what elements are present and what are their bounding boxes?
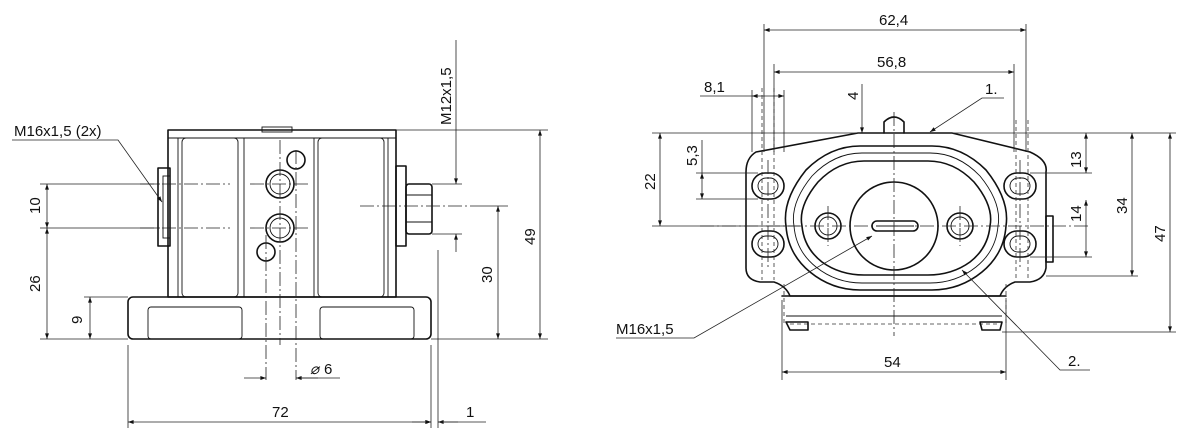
dim-8-1-label: 8,1 [704, 79, 725, 96]
dim-49-label: 49 [522, 228, 539, 245]
side-conn-label: M12x1,5 [438, 67, 455, 125]
front-connector [1045, 215, 1054, 263]
side-thread-label: M16x1,5 (2x) [14, 123, 102, 140]
dim-34-label: 34 [1114, 197, 1131, 214]
dim-1-label: 1 [466, 404, 474, 421]
callout-1: 1. [985, 81, 998, 98]
phi6-label: ⌀ 6 [310, 361, 332, 378]
callout-2: 2. [1068, 353, 1081, 370]
svg-text:⌀: ⌀ [310, 361, 321, 378]
side-base-flange [127, 296, 432, 340]
side-view: M16x1,5 (2x) M12x1,5 10 26 9 49 30 72 1 … [12, 40, 548, 428]
front-housing [745, 132, 1047, 297]
dim-72-label: 72 [272, 404, 289, 421]
dim-13-label: 13 [1068, 151, 1085, 168]
dim-4-label: 4 [845, 92, 862, 100]
dim-14-label: 14 [1068, 205, 1085, 222]
dim-30-label: 30 [479, 266, 496, 283]
dim-10-label: 10 [27, 197, 44, 214]
dim-26-label: 26 [27, 275, 44, 292]
dim-56-8-label: 56,8 [877, 54, 906, 71]
dim-54-label: 54 [884, 354, 901, 371]
front-gasket-outer [784, 145, 1008, 291]
dim-5-3-label: 5,3 [684, 145, 701, 166]
dim-62-4-label: 62,4 [879, 12, 908, 29]
dim-9-label: 9 [69, 316, 86, 324]
front-view: 62,4 56,8 8,1 4 22 5,3 13 14 34 47 54 M1… [616, 12, 1176, 380]
dim-22-label: 22 [642, 173, 659, 190]
dim-47-label: 47 [1152, 225, 1169, 242]
svg-text:6: 6 [324, 361, 332, 378]
front-thread-label: M16x1,5 [616, 321, 674, 338]
